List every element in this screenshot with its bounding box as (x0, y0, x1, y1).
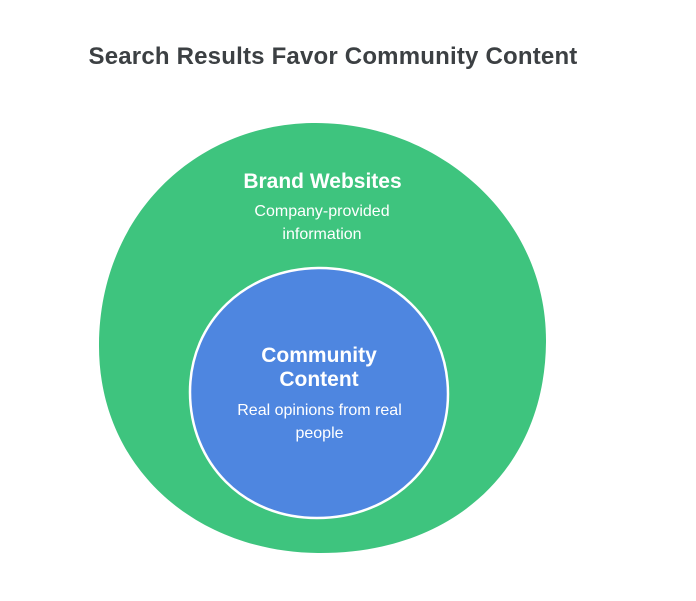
outer-circle-label: Brand Websites (243, 170, 402, 193)
page-title: Search Results Favor Community Content (88, 43, 578, 70)
inner-circle-community-content (188, 266, 450, 520)
inner-circle-label: Community Content (261, 344, 377, 391)
outer-circle-description: Company-provided information (254, 203, 390, 243)
inner-circle-description: Real opinions from real people (237, 402, 402, 442)
